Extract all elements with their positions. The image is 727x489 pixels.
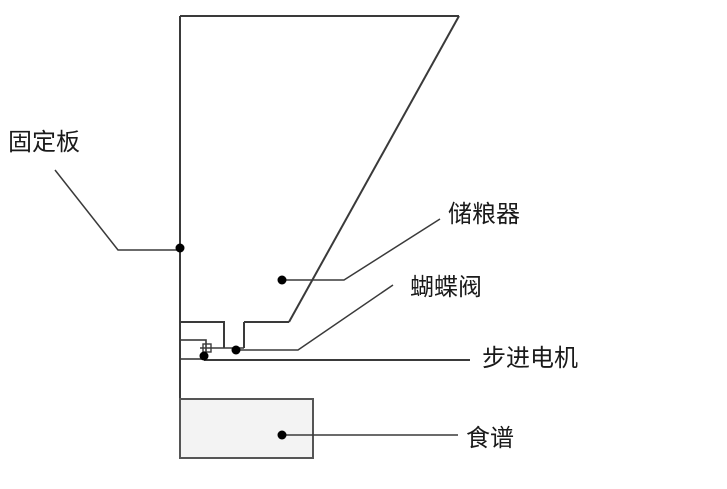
valve-housing [180, 321, 225, 348]
butterfly-valve-label: 蝴蝶阀 [410, 273, 482, 301]
valve-knob [202, 343, 212, 353]
stepper-motor-label: 步进电机 [482, 344, 578, 372]
butterfly-valve-dot [231, 345, 241, 355]
recipe-box [179, 398, 314, 459]
recipe-label: 食谱 [466, 424, 514, 452]
fixed-plate-leader [54, 169, 180, 251]
valve-body [179, 339, 207, 360]
stepper-motor-dot [199, 351, 209, 361]
fixed-plate-label: 固定板 [8, 128, 80, 156]
hopper-slanted-edge [288, 15, 460, 323]
recipe-dot [277, 430, 287, 440]
grain-storage-leader [282, 218, 441, 281]
grain-storage-dot [277, 275, 287, 285]
fixed-plate-dot [175, 243, 185, 253]
grain-storage-label: 储粮器 [448, 200, 520, 228]
butterfly-valve-leader [236, 284, 394, 351]
